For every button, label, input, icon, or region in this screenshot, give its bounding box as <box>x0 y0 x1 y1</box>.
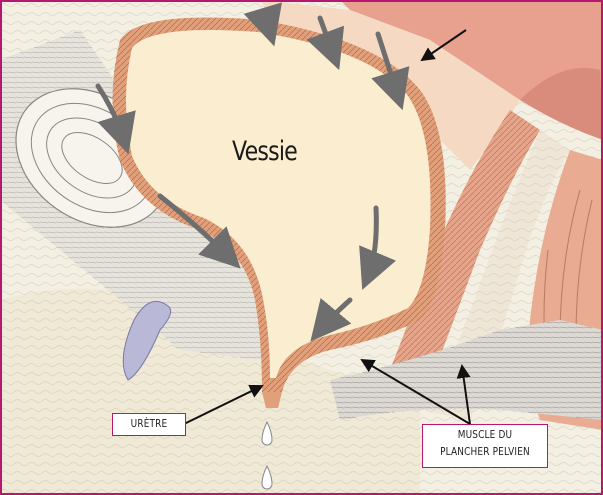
callout-uretre: URÈTRE <box>112 413 186 436</box>
organ-label: Vessie <box>232 136 297 167</box>
callout-pelvic-floor: MUSCLE DU PLANCHER PELVIEN <box>422 424 548 468</box>
callout-uretre-text: URÈTRE <box>118 414 179 435</box>
callout-pelvic-floor-line1: MUSCLE DU <box>432 427 537 444</box>
callout-pelvic-floor-line2: PLANCHER PELVIEN <box>432 444 537 461</box>
